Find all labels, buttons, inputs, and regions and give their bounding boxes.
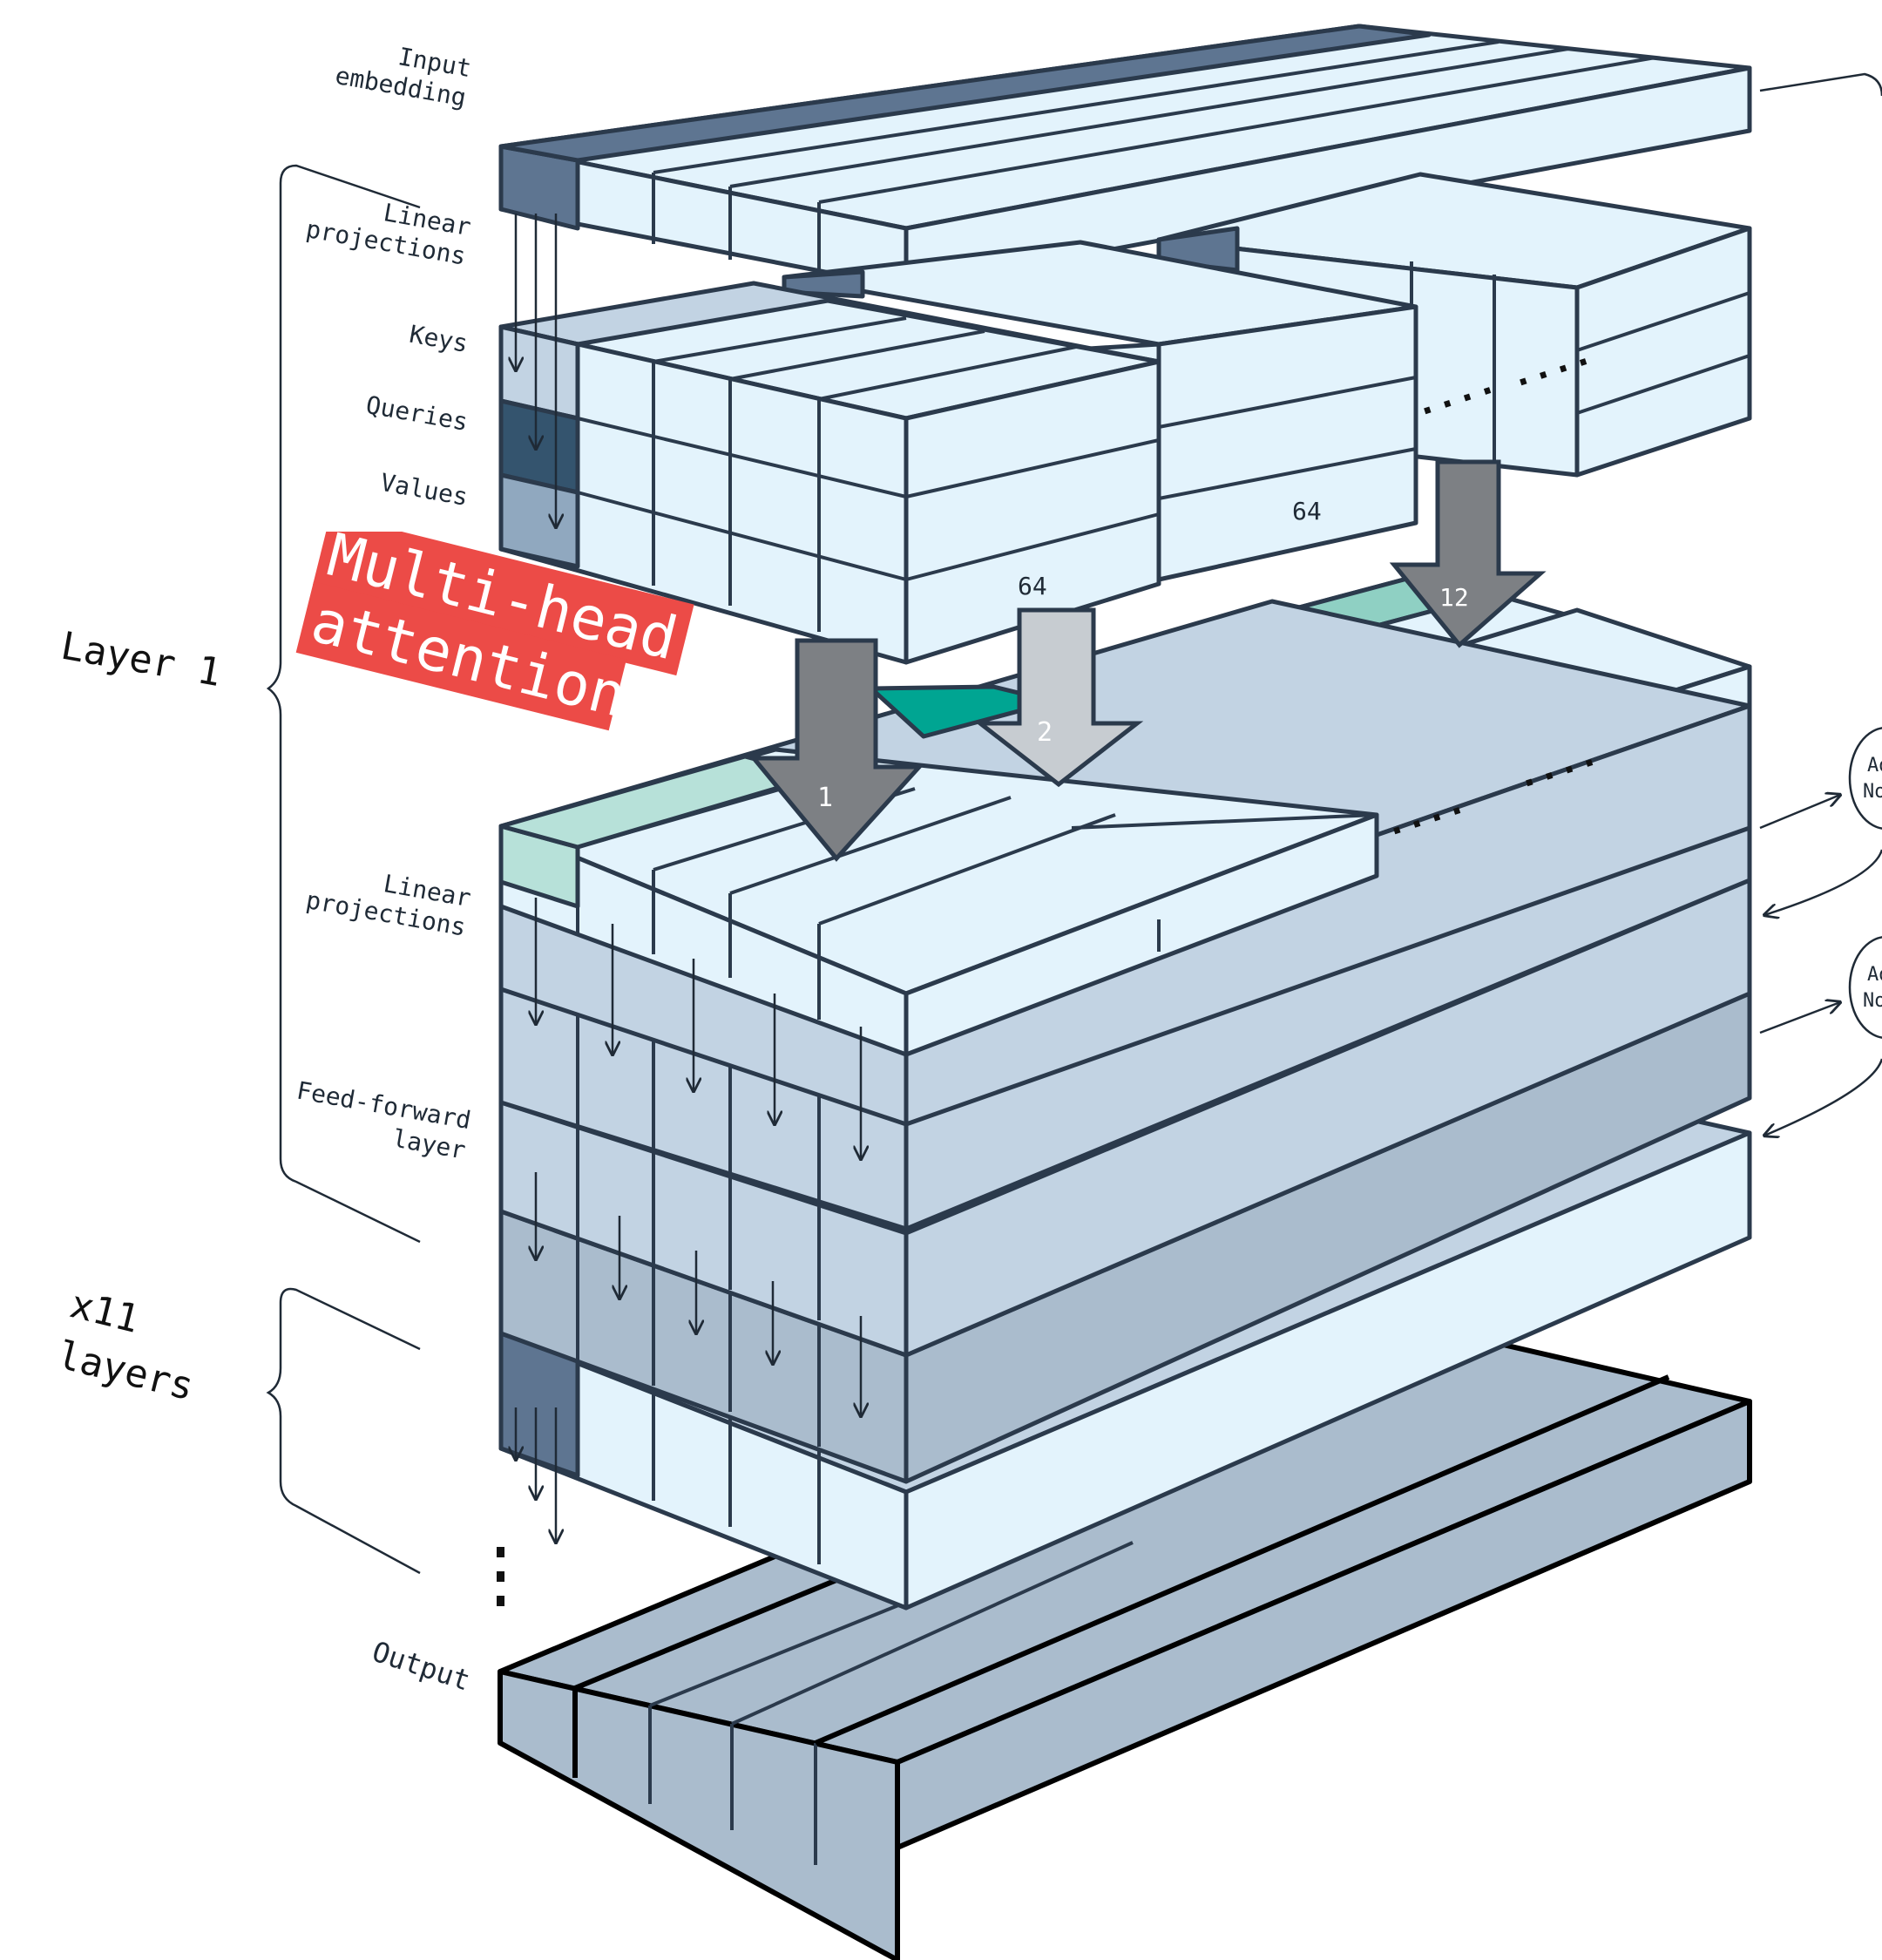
projection-arrows-top: [516, 214, 556, 527]
linear-projections-top-label: Linear projections: [304, 198, 473, 271]
output-block: [498, 1309, 1752, 1960]
add-norm-node-2: Ad No: [1848, 936, 1882, 1039]
svg-text:x11: x11: [65, 1282, 143, 1342]
feed-forward-arrows: [536, 1172, 861, 1416]
next-layer-arrows: [516, 1407, 556, 1543]
vertical-ellipsis: [497, 1547, 504, 1606]
input-embedding-label: Input embedding: [333, 42, 473, 112]
layer-1-bracket: [266, 164, 421, 1244]
head-arrow-1: 1: [748, 638, 924, 862]
x11-layers-bracket: [266, 1287, 421, 1575]
head-dim-label-back: 64: [1292, 497, 1322, 526]
output-label: Output: [369, 1635, 475, 1698]
linear-projections-mid-label: Linear projections: [304, 869, 473, 942]
svg-text:No: No: [1863, 781, 1882, 803]
multi-head-attention-banner: Multi-head attention: [295, 532, 694, 731]
svg-text:2: 2: [1037, 717, 1053, 748]
svg-text:Feed-forward: Feed-forward: [294, 1076, 473, 1136]
svg-text:12: 12: [1439, 583, 1469, 612]
input-embedding-block: [498, 24, 1752, 290]
svg-text:Ad: Ad: [1867, 964, 1882, 986]
attention-output-slab: [498, 599, 1752, 1127]
svg-text:layers: layers: [53, 1333, 199, 1409]
x11-layers-label: x11 layers: [53, 1282, 199, 1409]
svg-text:Ad: Ad: [1867, 755, 1882, 777]
svg-text:No: No: [1863, 990, 1882, 1012]
head-arrow-12: 12: [1389, 459, 1547, 648]
queries-label: Queries: [364, 390, 470, 437]
add-norm-node-1: Ad No: [1848, 727, 1882, 830]
feed-forward-label: Feed-forward layer: [294, 1076, 473, 1165]
head-arrow-2: 2: [973, 607, 1144, 788]
values-label: Values: [378, 468, 470, 512]
projection-arrows-mid: [536, 898, 861, 1159]
svg-text:1: 1: [817, 783, 833, 813]
keys-label: Keys: [407, 320, 470, 358]
layer-1-label: Layer 1: [58, 624, 224, 695]
head-1-qkv-block: [498, 281, 1161, 665]
head-dim-label-front: 64: [1018, 572, 1047, 600]
